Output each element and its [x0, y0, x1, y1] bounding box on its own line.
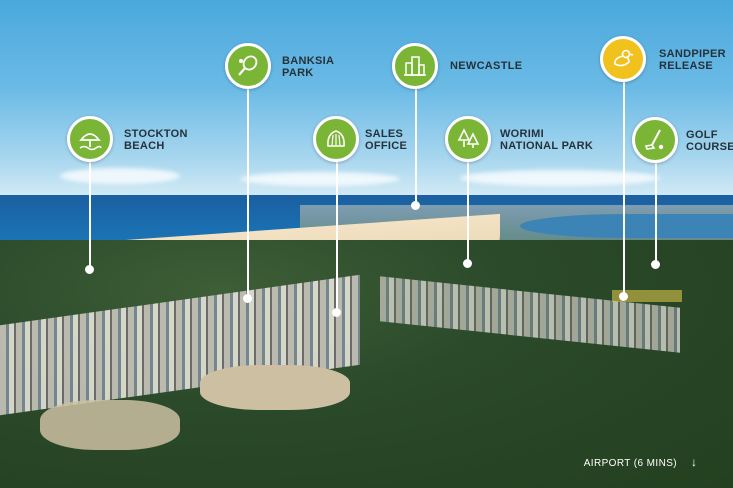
bird-icon — [614, 49, 634, 67]
sales-label: SALES OFFICE — [365, 128, 408, 152]
banksia-label: BANKSIA PARK — [282, 55, 335, 79]
stockton-badge[interactable] — [67, 116, 113, 162]
sandpiper-badge[interactable] — [600, 36, 646, 82]
worimi-badge[interactable] — [445, 116, 491, 162]
beach-umbrella-icon — [79, 133, 102, 151]
stockton-marker-dot — [85, 265, 94, 274]
sales-marker-dot — [332, 308, 341, 317]
golf-marker-dot — [651, 260, 660, 269]
stockton-label: STOCKTON BEACH — [124, 128, 188, 152]
banksia-marker-dot — [243, 294, 252, 303]
release-area — [612, 290, 682, 302]
sandpiper-label: SANDPIPER RELEASE — [659, 48, 726, 72]
shell-icon — [327, 130, 345, 147]
cloud — [60, 168, 180, 184]
city-buildings-icon — [404, 56, 426, 76]
airport-label[interactable]: AIRPORT (6 MINS) — [583, 458, 677, 469]
trees-icon — [457, 128, 480, 148]
golf-stem — [655, 160, 657, 265]
arrow-down-icon[interactable]: ↓ — [691, 455, 697, 469]
cloud — [460, 170, 660, 186]
sales-stem — [336, 160, 338, 311]
sales-badge[interactable] — [313, 116, 359, 162]
sky — [0, 0, 733, 200]
sandpiper-stem — [623, 80, 625, 296]
tennis-racket-icon — [238, 55, 258, 76]
golf-label: GOLF COURSE — [686, 129, 733, 153]
newcastle-label: NEWCASTLE — [450, 60, 523, 72]
cleared-land — [200, 365, 350, 410]
banksia-stem — [247, 88, 249, 296]
cloud — [240, 172, 400, 186]
sandpiper-marker-dot — [619, 292, 628, 301]
newcastle-stem — [415, 88, 417, 204]
golf-club-icon — [644, 129, 664, 150]
worimi-label: WORIMI NATIONAL PARK — [500, 128, 594, 152]
worimi-stem — [467, 160, 469, 262]
river — [520, 214, 733, 238]
worimi-marker-dot — [463, 259, 472, 268]
newcastle-marker-dot — [411, 201, 420, 210]
stockton-stem — [89, 160, 91, 268]
newcastle-badge[interactable] — [392, 43, 438, 89]
cleared-land — [40, 400, 180, 450]
banksia-badge[interactable] — [225, 43, 271, 89]
golf-badge[interactable] — [632, 117, 678, 163]
